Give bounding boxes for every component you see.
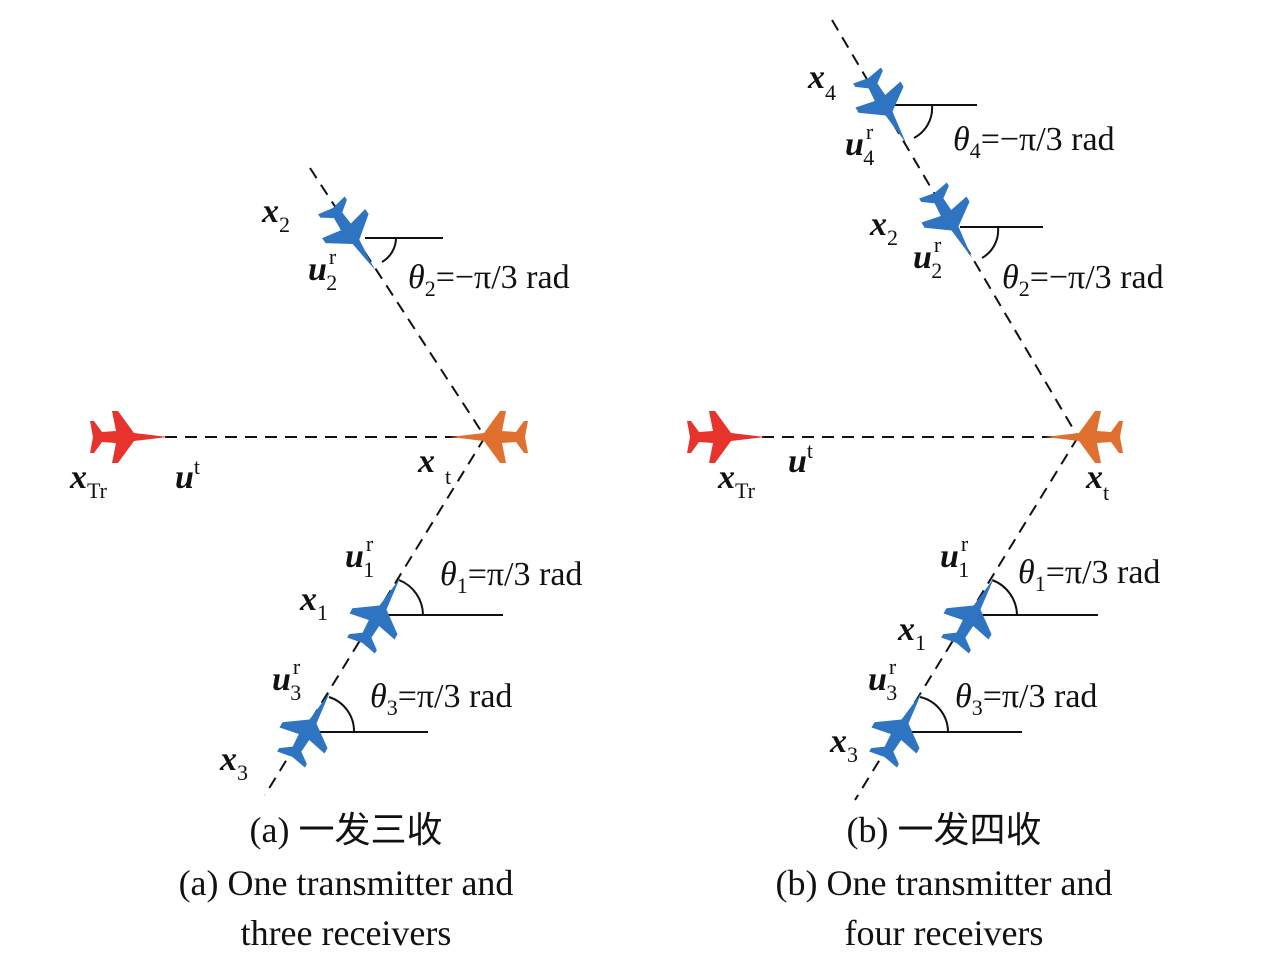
target-aircraft-icon bbox=[450, 411, 528, 463]
transmitter-label: xTr bbox=[717, 459, 756, 503]
receiver-1-aircraft-icon bbox=[338, 565, 423, 659]
angle-arc-1 bbox=[991, 579, 1018, 616]
angle-arc-4 bbox=[913, 104, 934, 139]
angle-1-label: θ1=π/3 rad bbox=[1018, 554, 1160, 596]
receiver-4-label: x4 bbox=[807, 59, 836, 105]
receiver-2-label: x2 bbox=[869, 206, 898, 250]
angle-1-label: θ1=π/3 rad bbox=[440, 556, 582, 598]
panel-a-caption-en-2: three receivers bbox=[241, 913, 452, 953]
angle-3-label: θ3=π/3 rad bbox=[370, 678, 512, 720]
transmitter-label: xTr bbox=[69, 459, 108, 503]
receiver-1-aircraft-icon bbox=[932, 565, 1017, 659]
angle-4-label: θ4=−π/3 rad bbox=[953, 121, 1115, 163]
angle-arc-3 bbox=[919, 696, 949, 733]
receiver-2-label: x2 bbox=[261, 193, 290, 237]
angle-arc-2 bbox=[981, 226, 1000, 259]
receiver-1-label: x1 bbox=[897, 611, 926, 655]
angle-3-label: θ3=π/3 rad bbox=[955, 678, 1097, 720]
angle-arc-2 bbox=[381, 237, 397, 263]
receiver-3-label: x3 bbox=[219, 741, 248, 785]
panel-b-caption-cn: (b) 一发四收 bbox=[847, 810, 1042, 850]
transmitter-aircraft-icon bbox=[687, 411, 765, 463]
panel-b-caption-en-2: four receivers bbox=[845, 913, 1044, 953]
panel-a-caption-cn: (a) 一发三收 bbox=[250, 810, 443, 850]
receiver-3-label: x3 bbox=[829, 723, 858, 767]
panel-b-caption-en-1: (b) One transmitter and bbox=[776, 863, 1113, 903]
target-label: xt bbox=[1085, 459, 1109, 505]
angle-2-label: θ2=−π/3 rad bbox=[408, 259, 570, 301]
transmitter-aircraft-icon bbox=[90, 411, 168, 463]
angle-2-label: θ2=−π/3 rad bbox=[1002, 259, 1164, 301]
panel-a-caption-en-1: (a) One transmitter and bbox=[179, 863, 514, 903]
angle-arc-1 bbox=[398, 579, 424, 616]
receiver-1-3-baseline bbox=[854, 436, 1079, 801]
tx-direction-label: ut bbox=[175, 454, 200, 496]
receiver-2-baseline bbox=[309, 167, 486, 438]
angle-arc-3 bbox=[328, 696, 356, 733]
receiver-1-label: x1 bbox=[299, 581, 328, 625]
target-aircraft-icon bbox=[1045, 411, 1123, 463]
tx-direction-label: ut bbox=[788, 438, 813, 480]
